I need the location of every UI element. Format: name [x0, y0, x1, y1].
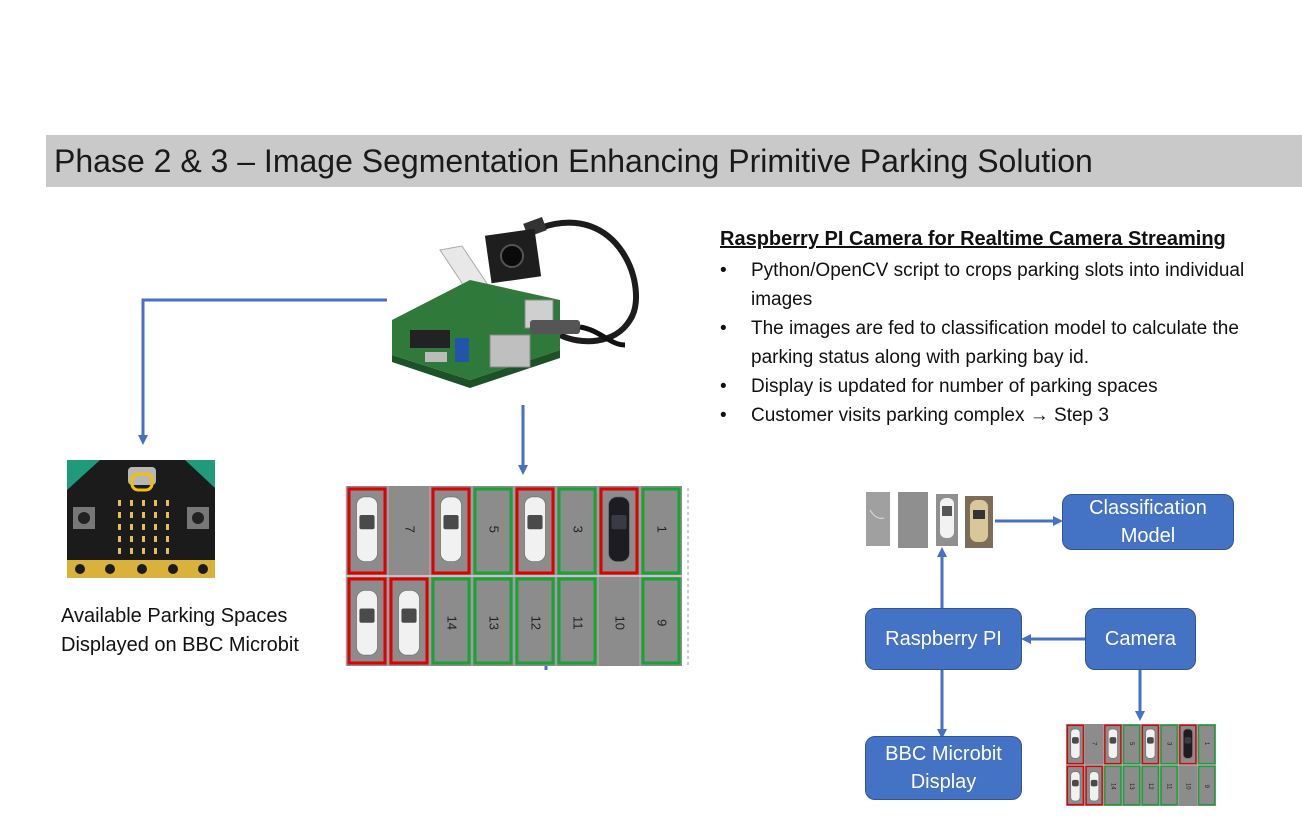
camera-section-bullets: Python/OpenCV script to crops parking sl…: [720, 256, 1295, 430]
slot-number: 5: [1128, 742, 1134, 746]
car: [524, 496, 546, 562]
free-slot-box: [557, 577, 597, 665]
free-slot-box: [641, 577, 681, 665]
occupied-slot-box: [389, 577, 429, 665]
occupied-slot-box: [347, 577, 387, 665]
slot-number: 12: [529, 616, 544, 630]
occupied-slot-box: [1085, 765, 1103, 806]
free-slot-box: [1160, 724, 1178, 765]
bullet-item: Customer visits parking complex → Step 3: [720, 401, 1295, 430]
raspberry-pi-box: Raspberry PI: [865, 608, 1022, 670]
free-slot-box: [1122, 724, 1141, 765]
car-window: [1109, 737, 1117, 744]
slot-number: 13: [1128, 783, 1134, 790]
occupied-slot-box: [1179, 724, 1197, 765]
connector-pi-to-microbit: [138, 298, 387, 445]
free-slot-box: [1197, 765, 1216, 806]
free-slot-box: [431, 577, 471, 665]
slot-number: 10: [1184, 783, 1190, 790]
car-window: [611, 514, 627, 530]
car: [440, 496, 462, 562]
classification-model-box: Classification Model: [1062, 494, 1234, 550]
slide-title: Phase 2 & 3 – Image Segmentation Enhanci…: [54, 143, 1093, 179]
free-slot-box: [515, 577, 555, 665]
slot-number: 14: [445, 616, 460, 630]
car: [356, 590, 378, 656]
car: [608, 496, 630, 562]
car-window: [1072, 737, 1079, 744]
slot-number: 7: [1091, 742, 1097, 746]
slot-number: 3: [1166, 742, 1172, 746]
car-window: [401, 608, 417, 623]
bullet-item: Display is updated for number of parking…: [720, 372, 1295, 401]
slot-number: 9: [1203, 785, 1209, 789]
car: [398, 590, 420, 656]
occupied-slot-box: [1066, 765, 1085, 806]
car-window: [527, 514, 543, 530]
bullet-item: The images are fed to classification mod…: [720, 314, 1295, 372]
camera-section-heading: Raspberry PI Camera for Realtime Camera …: [720, 228, 1226, 250]
car-window: [1072, 779, 1079, 787]
slot-number: 7: [403, 526, 418, 533]
occupied-slot-box: [347, 487, 387, 575]
cropped-slot-thumbnails: [866, 492, 993, 548]
free-slot-box: [557, 487, 597, 575]
car-window: [359, 514, 375, 530]
camera-box: Camera: [1085, 608, 1196, 670]
free-slot-box: [1122, 765, 1141, 806]
free-slot-box: [1197, 724, 1216, 765]
occupied-slot-box: [1066, 724, 1085, 765]
slot-number: 1: [1203, 742, 1209, 746]
car-window: [1090, 779, 1098, 787]
slot-number: 9: [655, 619, 670, 626]
occupied-slot-box: [599, 487, 639, 575]
bullet-item: Python/OpenCV script to crops parking sl…: [720, 256, 1295, 314]
occupied-slot-box: [515, 487, 555, 575]
microbit-caption: Available Parking Spaces Displayed on BB…: [61, 605, 299, 656]
slot-number: 13: [487, 616, 502, 630]
slot-number: 10: [613, 616, 628, 630]
free-slot-box: [1104, 765, 1122, 806]
car-window: [359, 608, 375, 623]
parking-lot-image: 7 14 5 13 12 3 11 10 1 9: [345, 486, 682, 666]
slot-number: 11: [1166, 783, 1172, 790]
free-slot-box: [641, 487, 681, 575]
car-window: [1184, 737, 1192, 744]
occupied-slot-box: [1104, 724, 1122, 765]
car-window: [443, 514, 459, 530]
raspberry-pi-camera-image: [392, 217, 639, 388]
slot-number: 3: [571, 526, 586, 533]
slot-number: 11: [571, 616, 586, 630]
slot-number: 14: [1109, 783, 1115, 790]
car-window: [1147, 737, 1154, 744]
bbc-microbit-display-box: BBC Microbit Display: [865, 736, 1022, 800]
microbit-image: [67, 460, 215, 578]
occupied-slot-box: [431, 487, 471, 575]
slot-number: 5: [487, 526, 502, 533]
free-slot-box: [473, 487, 513, 575]
slot-number: 12: [1147, 783, 1153, 790]
parking-lot-thumbnail: 7 14 5 13 12 3 11 10 1 9: [1065, 724, 1216, 806]
car: [356, 496, 378, 562]
slot-number: 1: [655, 526, 670, 533]
occupied-slot-box: [1141, 724, 1160, 765]
title-bar: Phase 2 & 3 – Image Segmentation Enhanci…: [46, 135, 1302, 187]
free-slot-box: [1141, 765, 1160, 806]
free-slot-box: [1160, 765, 1178, 806]
free-slot-box: [473, 577, 513, 665]
